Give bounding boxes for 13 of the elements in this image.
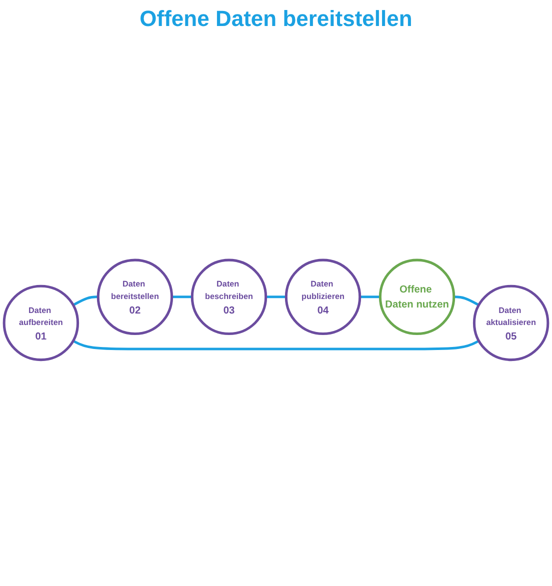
connector: [72, 340, 480, 350]
node-circle: Daten bereitstellen 02: [96, 258, 174, 336]
node-circle: Daten beschreiben 03: [190, 258, 268, 336]
node-circle: Daten publizieren 04: [284, 258, 362, 336]
connector: [172, 296, 192, 298]
connector: [266, 296, 286, 298]
node-circle: Offene Daten nutzen: [378, 258, 456, 336]
node-circle: Daten aufbereiten 01: [2, 284, 80, 362]
connector: [454, 296, 480, 306]
node-circle: Daten aktualisieren 05: [472, 284, 550, 362]
center-heading: Offene Daten bereitstellen: [140, 6, 412, 32]
connector: [360, 296, 380, 298]
connector: [72, 296, 98, 306]
